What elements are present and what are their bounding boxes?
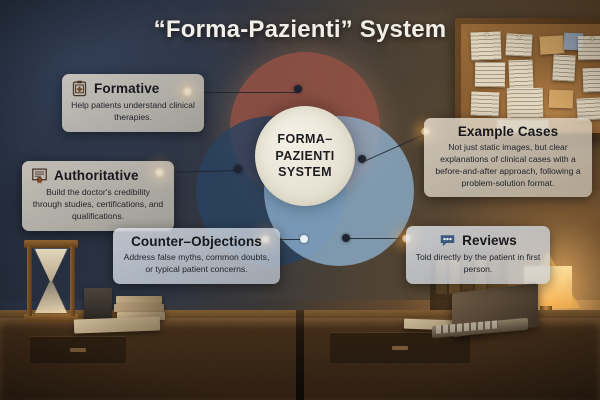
callout-example-cases[interactable]: Example Cases Not just static images, bu… bbox=[424, 118, 592, 198]
callout-counter-objections[interactable]: Counter–Objections Address false myths, … bbox=[113, 228, 280, 284]
clipboard-medical-icon bbox=[72, 80, 87, 97]
venn-anchor-reviews bbox=[342, 234, 350, 242]
connector-counter-objections bbox=[268, 239, 304, 240]
connector-formative bbox=[190, 92, 298, 93]
venn-center-label: FORMA– PAZIENTI SYSTEM bbox=[255, 106, 355, 206]
speech-bubble-dots-icon bbox=[440, 235, 455, 247]
center-line-2: PAZIENTI bbox=[275, 148, 335, 163]
callout-body-formative: Help patients understand clinical therap… bbox=[71, 100, 195, 122]
callout-body-authoritative: Build the doctor's credibility through s… bbox=[32, 187, 164, 221]
callout-formative[interactable]: Formative Help patients understand clini… bbox=[62, 74, 204, 132]
venn-anchor-formative bbox=[294, 85, 302, 93]
connector-reviews bbox=[349, 238, 407, 239]
callout-title-authoritative: Authoritative bbox=[54, 168, 139, 183]
callout-body-example-cases: Not just static images, but clear explan… bbox=[435, 142, 581, 188]
callout-body-counter-objections: Address false myths, common doubts, or t… bbox=[123, 252, 270, 274]
certificate-seal-icon bbox=[32, 168, 47, 184]
page-title: “Forma-Pazienti” System bbox=[153, 16, 447, 43]
callout-title-counter-objections: Counter–Objections bbox=[131, 234, 262, 249]
center-line-1: FORMA– bbox=[277, 132, 333, 147]
venn-anchor-authoritative bbox=[234, 165, 242, 173]
callout-body-reviews: Told directly by the patient in first pe… bbox=[415, 252, 541, 274]
callout-title-reviews: Reviews bbox=[462, 233, 517, 248]
callout-reviews[interactable]: Reviews Told directly by the patient in … bbox=[406, 226, 550, 284]
center-line-3: SYSTEM bbox=[278, 165, 332, 180]
venn-anchor-counter-objections bbox=[300, 235, 308, 243]
venn-anchor-example-cases bbox=[358, 155, 366, 163]
callout-title-example-cases: Example Cases bbox=[457, 124, 559, 139]
callout-title-formative: Formative bbox=[94, 81, 160, 96]
callout-authoritative[interactable]: Authoritative Build the doctor's credibi… bbox=[22, 161, 174, 231]
